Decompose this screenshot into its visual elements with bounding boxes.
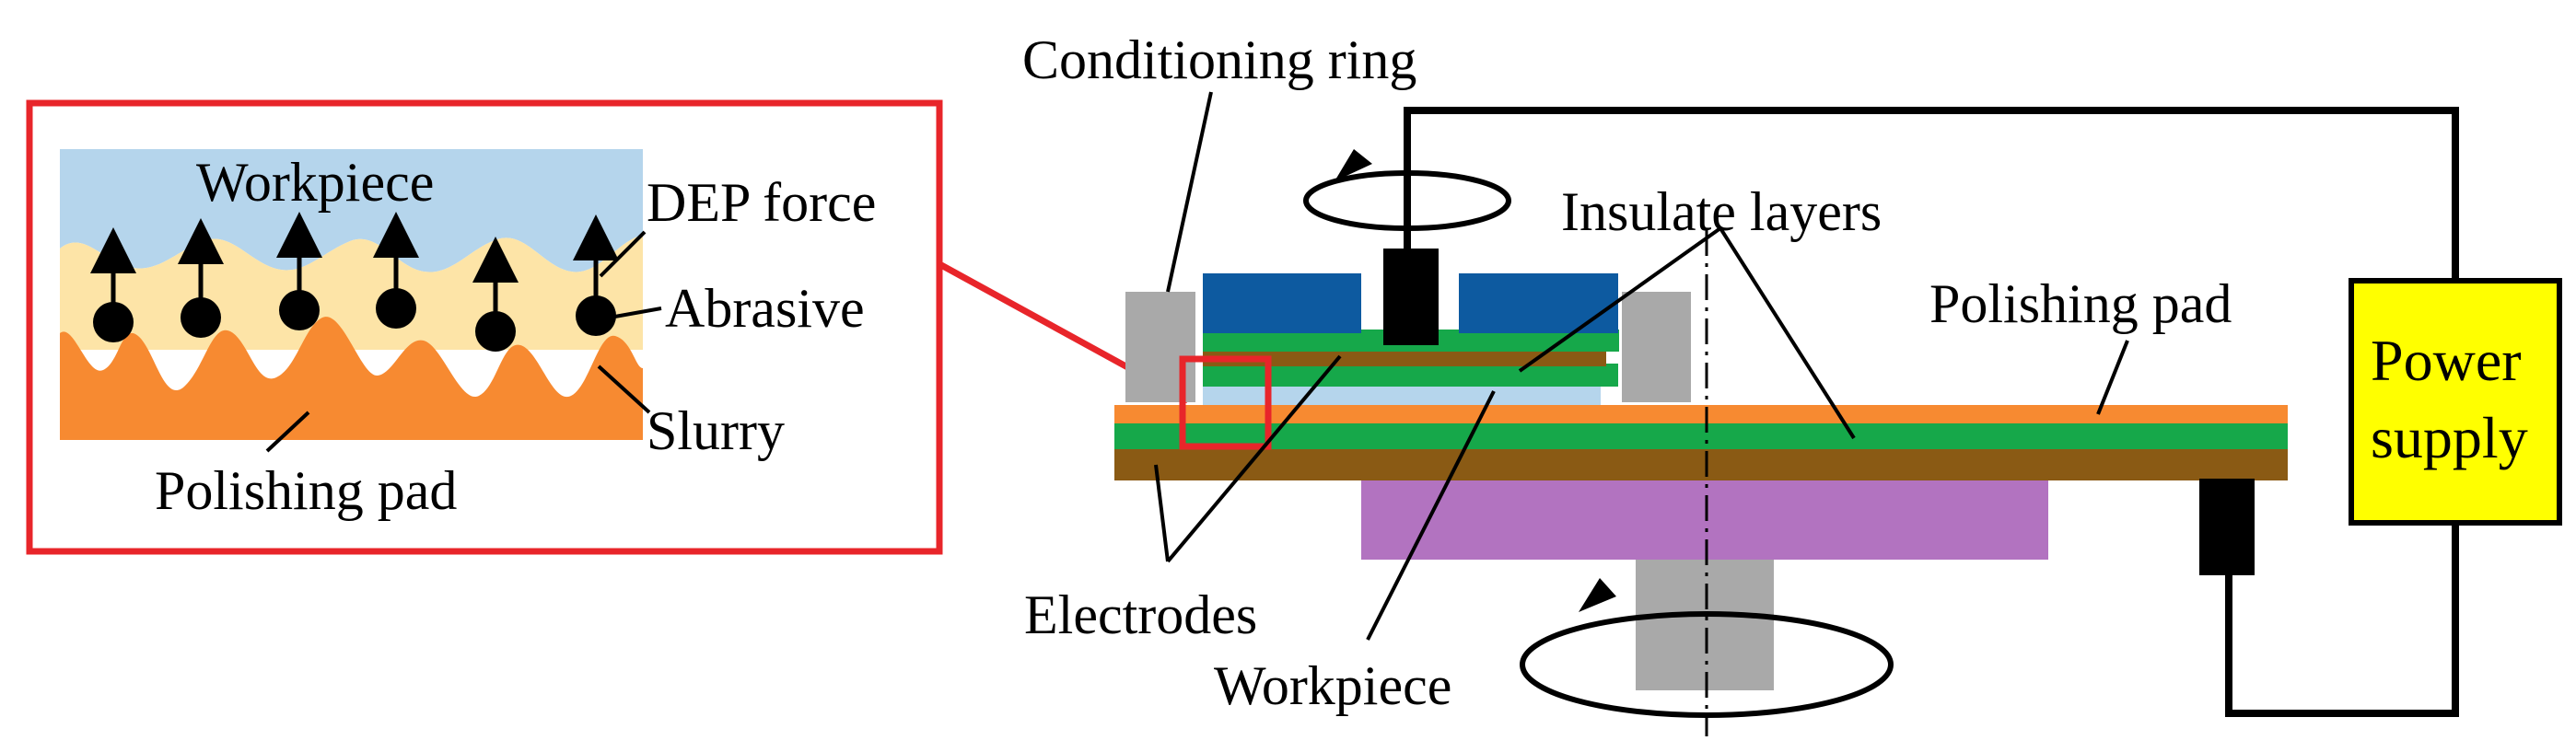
leader-dep-force [599, 230, 647, 278]
leader-workpiece [1366, 390, 1496, 641]
holder-block-right [1459, 273, 1618, 333]
abrasive-particle [178, 218, 224, 338]
inset-workpiece-region [60, 149, 643, 272]
inset-label-workpiece: Workpiece [196, 152, 434, 213]
label-workpiece: Workpiece [1214, 655, 1451, 716]
polishing-pad [1114, 405, 2288, 423]
pad-electrode [1114, 449, 2288, 480]
leader-inset-pad [265, 411, 310, 453]
leader-insulate-2 [1719, 226, 1856, 440]
holder-block-left [1203, 273, 1361, 333]
abrasive-particle [573, 214, 619, 336]
label-conditioning-ring: Conditioning ring [1022, 29, 1416, 90]
platen-shaft [1636, 550, 1774, 690]
power-wire-bottom [2225, 520, 2459, 717]
platen [1361, 477, 2048, 560]
inset-pad-region [60, 317, 643, 440]
rotation-arrow-top [1303, 149, 1511, 231]
abrasive-particle [373, 212, 419, 329]
leader-polishing-pad [2096, 340, 2129, 415]
leader-electrode-1 [1166, 354, 1342, 563]
upper-shaft-connector [1383, 249, 1439, 345]
leader-insulate-1 [1518, 226, 1722, 373]
leader-conditioning-ring [1166, 91, 1213, 293]
rotation-arrow-bottom [1520, 578, 1894, 718]
lower-connector [2199, 479, 2255, 575]
carrier-insulate-layer [1203, 364, 1618, 387]
leader-abrasive [609, 307, 662, 319]
inset-label-polishing-pad: Polishing pad [155, 460, 457, 521]
abrasive-particle [276, 212, 322, 330]
abrasive-particles [90, 212, 619, 352]
magnifier-box [1179, 355, 1272, 450]
inset-panel: Workpiece DEP force Abrasive Slurry Poli… [26, 99, 943, 555]
leader-electrode-2 [1154, 464, 1170, 562]
power-supply-label-line2: supply [2371, 405, 2528, 470]
inset-label-abrasive: Abrasive [665, 278, 865, 339]
inset-label-slurry: Slurry [647, 400, 785, 461]
label-polishing-pad: Polishing pad [1929, 273, 2232, 334]
abrasive-particle [90, 227, 136, 342]
power-supply-box [2349, 278, 2562, 526]
label-insulate-layers: Insulate layers [1561, 181, 1882, 242]
inset-frame [26, 99, 943, 555]
conditioning-ring-right [1622, 292, 1691, 402]
label-electrodes: Electrodes [1024, 584, 1257, 645]
inset-label-dep-force: DEP force [647, 172, 876, 233]
workpiece-carrier [1203, 385, 1601, 405]
machine-assembly: Power supply Conditioning ring Insulate … [1022, 29, 2562, 736]
leader-slurry [597, 364, 651, 414]
abrasive-particle [472, 237, 519, 352]
pad-insulate-layer [1114, 423, 2288, 449]
power-supply-label-line1: Power [2371, 328, 2522, 393]
carrier-electrode [1203, 347, 1606, 366]
